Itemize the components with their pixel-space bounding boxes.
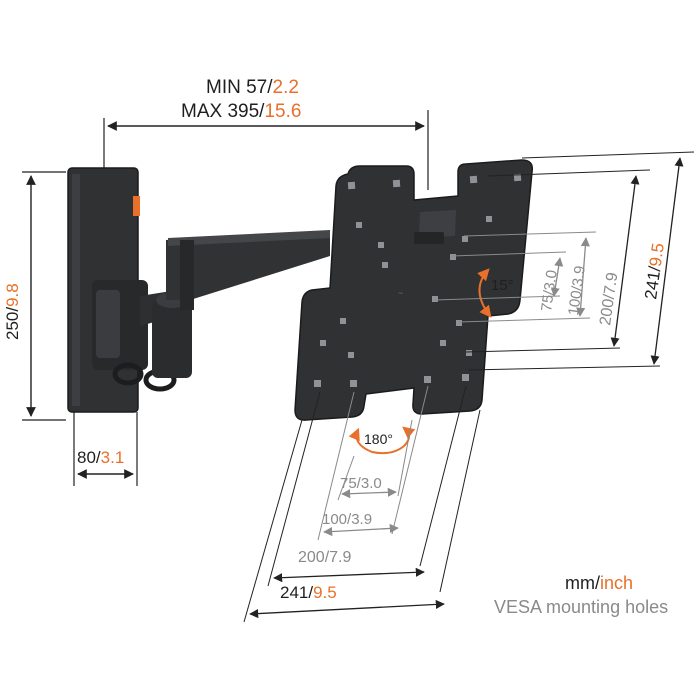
width-label: 80/3.1 — [77, 448, 124, 467]
width-dimension: 80/3.1 — [73, 412, 138, 486]
tilt-indicator: 15° — [477, 268, 514, 318]
tilt-label: 15° — [491, 277, 514, 294]
orange-tab — [133, 196, 140, 216]
brand-logo-mark: ~ — [398, 288, 403, 298]
height-label: 250/9.8 — [3, 283, 22, 340]
vesa-v-100-label: 100/3.9 — [565, 265, 589, 317]
vesa-h-200-label: 200/7.9 — [298, 549, 351, 566]
vesa-plate-icon: ~ — [294, 159, 534, 421]
legend-caption: VESA mounting holes — [494, 597, 668, 617]
swivel-label: 180° — [364, 431, 393, 447]
vesa-h-100-label: 100/3.9 — [322, 511, 372, 528]
depth-min-label: MIN 57/2.2 — [206, 77, 299, 98]
swivel-arm-icon — [92, 230, 330, 392]
vesa-horizontal-dimensions: 75/3.0 100/3.9 200/7.9 241/9.5 — [243, 385, 481, 623]
vesa-v-75-label: 75/3.0 — [538, 269, 561, 313]
depth-dimension: MIN 57/2.2 MAX 395/15.6 — [103, 77, 429, 190]
depth-max-label: MAX 395/15.6 — [181, 101, 301, 122]
vesa-h-241-label: 241/9.5 — [280, 583, 337, 602]
height-dimension: 250/9.8 — [3, 171, 66, 421]
tilt-arrow-icon — [477, 268, 492, 318]
units-legend: mm/inch VESA mounting holes — [494, 573, 668, 617]
legend-units: mm/inch — [565, 573, 633, 593]
vesa-vertical-dimensions: 75/3.0 100/3.9 200/7.9 241/9.5 — [433, 151, 695, 371]
swivel-indicator: 180° — [348, 426, 416, 455]
vesa-v-241-label: 241/9.5 — [641, 242, 668, 301]
vesa-h-75-label: 75/3.0 — [340, 475, 382, 492]
vesa-v-200-label: 200/7.9 — [597, 271, 621, 326]
